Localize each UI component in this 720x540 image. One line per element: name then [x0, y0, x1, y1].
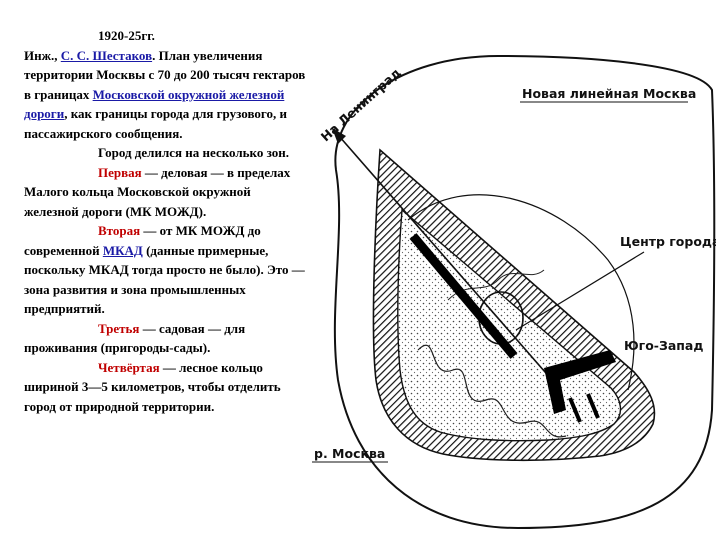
- outer-boundary: [333, 54, 716, 530]
- map-drawing: На Ленинград Новая линейная Москва Центр…: [312, 54, 716, 530]
- outer-arc: [407, 194, 635, 391]
- southwest-marks: [568, 393, 600, 423]
- southwest-block: [544, 350, 616, 414]
- center-pointer: [515, 251, 645, 331]
- label-leningrad: На Ленинград: [318, 65, 404, 145]
- plan-paragraph: Инж., С. С. Шестаков. План увеличения те…: [24, 47, 306, 141]
- zone-third-name: Третья: [98, 320, 140, 336]
- zone-third: Третья — садовая — для проживания (приго…: [24, 320, 246, 356]
- mkad-link[interactable]: МКАД: [102, 242, 143, 258]
- zones-intro: Город делился на несколько зон.: [98, 145, 289, 160]
- zone-first: Первая — деловая — в пределах Малого кол…: [24, 164, 291, 219]
- zone-first-name: Первая: [98, 164, 142, 180]
- label-center: Центр города: [620, 234, 716, 249]
- label-river: р. Москва: [314, 446, 385, 461]
- moscow-plan-map: На Ленинград Новая линейная Москва Центр…: [308, 50, 716, 534]
- city-territory: [397, 208, 622, 442]
- linear-axis: [409, 233, 518, 359]
- description-text: 1920-25гг. Инж., С. С. Шестаков. План ув…: [24, 26, 306, 416]
- railway-link[interactable]: Московской окружной железной дороги: [24, 86, 285, 122]
- river-moskva: [417, 344, 567, 438]
- leningrad-arrow-head: [332, 128, 346, 144]
- zone-second-name: Вторая: [98, 223, 141, 238]
- zone-fourth-name: Четвёртая: [98, 359, 160, 375]
- zone-fourth: Четвёртая — лесное кольцо шириной 3—5 ки…: [24, 359, 281, 414]
- label-new-moscow: Новая линейная Москва: [522, 86, 696, 101]
- author-link[interactable]: С. С. Шестаков: [60, 47, 153, 63]
- zone-second: Вторая — от МК МОЖД до современной МКАД …: [24, 223, 305, 316]
- leningrad-arrow-line: [331, 127, 553, 381]
- label-southwest: Юго-Запад: [624, 338, 703, 353]
- years-heading: 1920-25гг.: [98, 28, 155, 43]
